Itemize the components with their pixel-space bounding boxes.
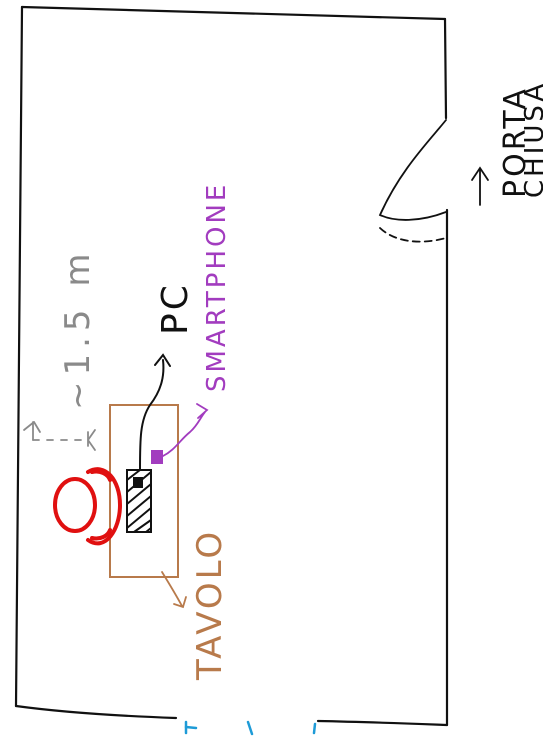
door <box>378 119 489 243</box>
pc-cable <box>139 353 171 471</box>
distance-indicator <box>23 421 96 451</box>
wall-top <box>20 5 447 21</box>
door-arrow <box>471 166 489 206</box>
table <box>109 404 179 578</box>
door-state-label: CHIUSA <box>520 80 543 198</box>
headset-arc <box>86 467 123 546</box>
wall-right-upper <box>443 17 448 120</box>
door-leaf <box>378 119 447 221</box>
laptop <box>126 469 152 533</box>
wall-bottom-right <box>316 719 449 727</box>
smartphone-label: SMARTPHONE <box>202 181 232 392</box>
room-walls <box>14 5 449 727</box>
person-with-headset <box>53 467 123 546</box>
person-head <box>53 477 97 533</box>
table-label: TAVOLO <box>190 528 230 680</box>
wall-left <box>14 5 24 708</box>
door-swing-arc <box>379 227 447 243</box>
table-arrow <box>161 571 187 609</box>
doorway-marks <box>184 720 317 736</box>
smartphone-cable <box>162 403 209 457</box>
smartphone <box>151 403 209 464</box>
pc-label: PC <box>155 282 196 335</box>
wall-bottom-left <box>14 704 178 720</box>
distance-label: ~1.5 m <box>58 247 98 411</box>
